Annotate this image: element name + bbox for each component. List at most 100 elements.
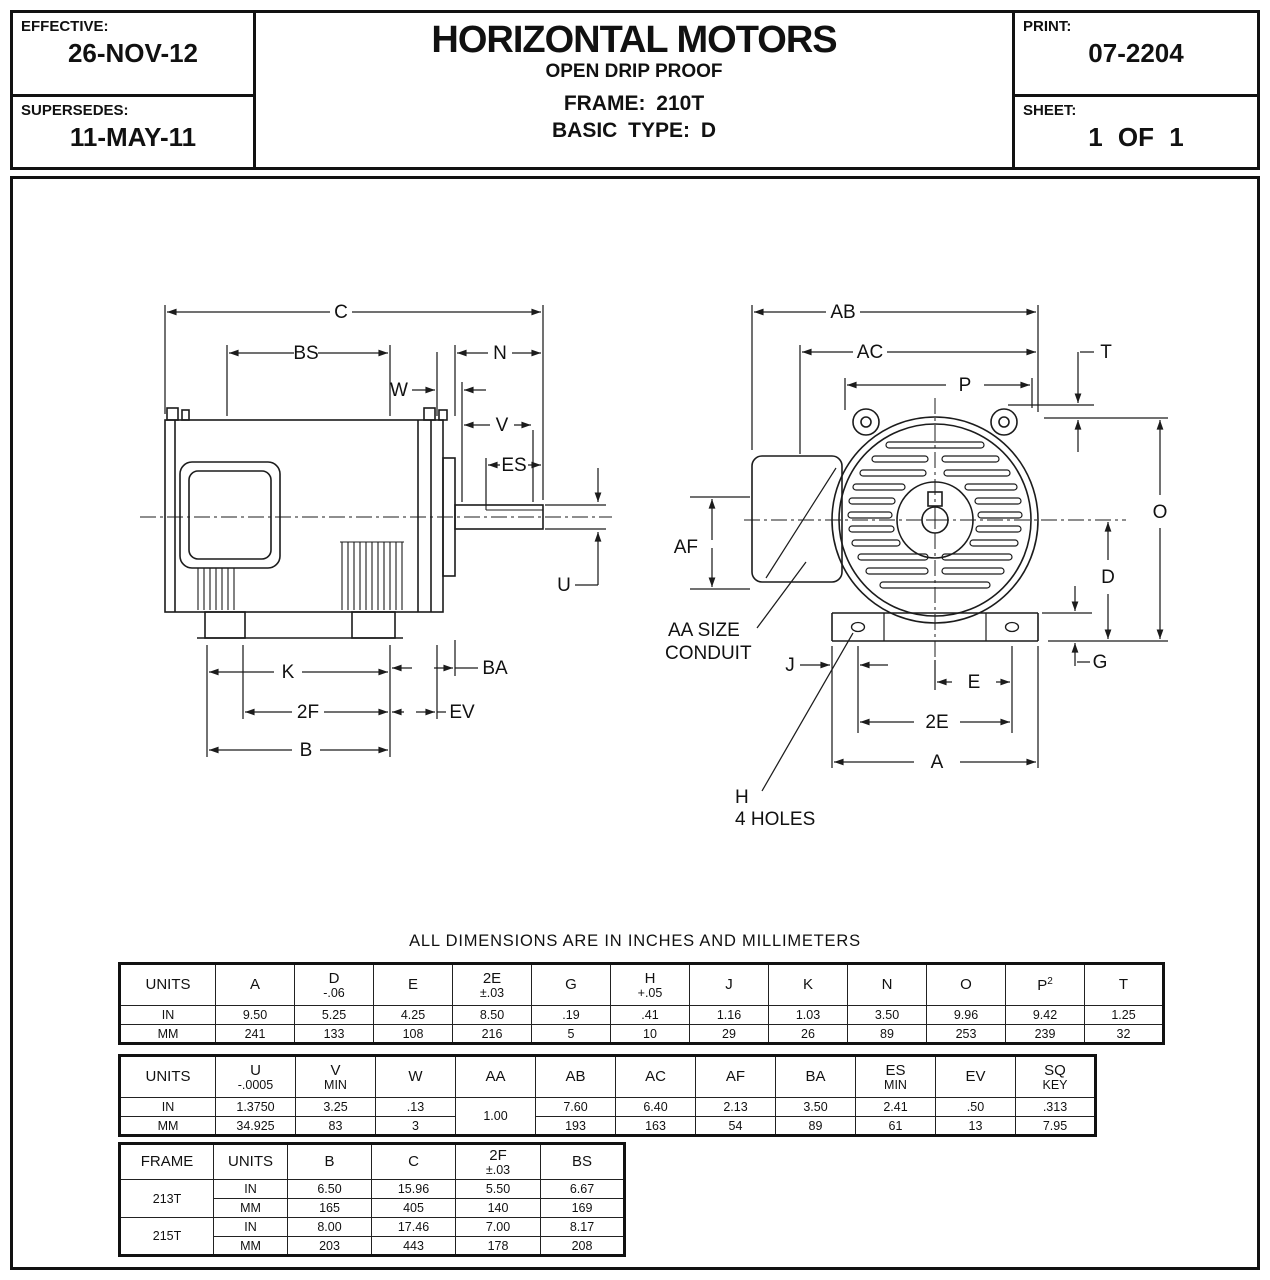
table-cell: 8.50 bbox=[452, 1005, 532, 1025]
table-cell: 165 bbox=[287, 1198, 372, 1218]
effective-label: EFFECTIVE: bbox=[21, 18, 109, 35]
table-cell: 3.25 bbox=[295, 1097, 376, 1117]
table-cell: 108 bbox=[373, 1024, 453, 1044]
table-cell: 83 bbox=[295, 1116, 376, 1136]
table-cell: 178 bbox=[455, 1236, 541, 1256]
header-cell: BS bbox=[540, 1143, 625, 1180]
table-cell: 9.42 bbox=[1005, 1005, 1085, 1025]
dim-label-v: V bbox=[496, 415, 509, 436]
table-cell: 5.50 bbox=[455, 1179, 541, 1199]
dimensions-note: ALL DIMENSIONS ARE IN INCHES AND MILLIME… bbox=[409, 932, 861, 950]
print-label: PRINT: bbox=[1023, 18, 1072, 35]
table-cell: 26 bbox=[768, 1024, 848, 1044]
dim-label-2e: 2E bbox=[925, 712, 948, 733]
table-cell: 6.40 bbox=[615, 1097, 696, 1117]
table-cell: 8.00 bbox=[287, 1217, 372, 1237]
dim-label-ev: EV bbox=[449, 702, 475, 723]
table-cell: 203 bbox=[287, 1236, 372, 1256]
side-view-dimensions bbox=[164, 305, 606, 757]
header-cell: K bbox=[768, 963, 848, 1006]
table-cell: 5 bbox=[531, 1024, 611, 1044]
table-cell: .41 bbox=[610, 1005, 690, 1025]
table-cell: 1.16 bbox=[689, 1005, 769, 1025]
table-cell: 169 bbox=[540, 1198, 625, 1218]
header-cell: E bbox=[373, 963, 453, 1006]
dim-label-n: N bbox=[493, 343, 507, 364]
print-cell: PRINT: 07-2204 bbox=[1015, 13, 1257, 97]
title-block-center: HORIZONTAL MOTORS OPEN DRIP PROOF FRAME:… bbox=[256, 13, 1012, 167]
table-cell: .50 bbox=[935, 1097, 1016, 1117]
header-cell: UNITS bbox=[213, 1143, 288, 1180]
header-cell: T bbox=[1084, 963, 1164, 1006]
header-cell: AC bbox=[615, 1055, 696, 1098]
effective-cell: EFFECTIVE: 26-NOV-12 bbox=[13, 13, 253, 97]
conduit-label-line1: AA SIZE bbox=[668, 620, 740, 641]
table-row-mm: MM 203 443 178 208 bbox=[120, 1236, 625, 1256]
dim-label-ab: AB bbox=[830, 302, 855, 323]
table-cell: 2.13 bbox=[695, 1097, 776, 1117]
dim-label-g: G bbox=[1093, 652, 1108, 673]
table-cell: .313 bbox=[1015, 1097, 1096, 1117]
row-label: MM bbox=[213, 1236, 288, 1256]
row-label: IN bbox=[119, 1005, 216, 1025]
sheet-number: 1 OF 1 bbox=[1088, 122, 1184, 152]
header-cell: AB bbox=[535, 1055, 616, 1098]
dim-label-ac: AC bbox=[857, 342, 883, 363]
table-cell: 163 bbox=[615, 1116, 696, 1136]
supersedes-date: 11-MAY-11 bbox=[69, 122, 197, 152]
dimension-table-3: FRAME UNITS B C 2F±.03 BS 213T IN 6.50 1… bbox=[118, 1142, 626, 1257]
side-view bbox=[140, 407, 612, 639]
header-cell: U-.0005 bbox=[215, 1055, 296, 1098]
dim-label-o: O bbox=[1153, 502, 1168, 523]
table-cell: 1.03 bbox=[768, 1005, 848, 1025]
table-cell: 7.95 bbox=[1015, 1116, 1096, 1136]
table-cell: 9.50 bbox=[215, 1005, 295, 1025]
title-block-left: EFFECTIVE: 26-NOV-12 SUPERSEDES: 11-MAY-… bbox=[13, 13, 256, 167]
table-row-in: 213T IN 6.50 15.96 5.50 6.67 bbox=[119, 1179, 625, 1218]
cooling-fins bbox=[196, 541, 404, 610]
header-cell: J bbox=[689, 963, 769, 1006]
table-cell: 4.25 bbox=[373, 1005, 453, 1025]
sheet-label: SHEET: bbox=[1023, 102, 1077, 119]
header-cell: D-.06 bbox=[294, 963, 374, 1006]
header-cell: FRAME bbox=[119, 1143, 214, 1180]
row-label: MM bbox=[119, 1116, 216, 1136]
table-cell: 241 bbox=[215, 1024, 295, 1044]
row-label: IN bbox=[213, 1217, 288, 1237]
table-cell: 1.3750 bbox=[215, 1097, 296, 1117]
header-cell: 2E±.03 bbox=[452, 963, 532, 1006]
table-cell: 15.96 bbox=[371, 1179, 456, 1199]
row-label: MM bbox=[119, 1024, 216, 1044]
header-cell: N bbox=[847, 963, 927, 1006]
table-cell: 3 bbox=[375, 1116, 456, 1136]
table-cell: 89 bbox=[847, 1024, 927, 1044]
table-cell: 34.925 bbox=[215, 1116, 296, 1136]
frame-line: FRAME: 210T bbox=[563, 91, 705, 115]
title-block: EFFECTIVE: 26-NOV-12 SUPERSEDES: 11-MAY-… bbox=[10, 10, 1260, 170]
table-cell: 8.17 bbox=[540, 1217, 625, 1237]
dim-label-k: K bbox=[282, 662, 295, 683]
table-cell: 7.00 bbox=[455, 1217, 541, 1237]
table-cell: 443 bbox=[371, 1236, 456, 1256]
table-cell: 17.46 bbox=[371, 1217, 456, 1237]
sheet-subtitle: OPEN DRIP PROOF bbox=[545, 60, 723, 82]
dim-label-u: U bbox=[557, 575, 571, 596]
content-area: C BS N W V ES U K BA 2F EV B AB AC P T O… bbox=[10, 176, 1260, 1270]
table-cell: 32 bbox=[1084, 1024, 1164, 1044]
dim-label-d: D bbox=[1101, 567, 1115, 588]
mounting-hole bbox=[850, 621, 866, 633]
dim-label-c: C bbox=[334, 302, 348, 323]
header-cell: C bbox=[371, 1143, 456, 1180]
title-block-right: PRINT: 07-2204 SHEET: 1 OF 1 bbox=[1012, 13, 1257, 167]
table-header-row: FRAME UNITS B C 2F±.03 BS bbox=[119, 1143, 625, 1180]
terminal-box bbox=[179, 461, 281, 569]
table-cell: .19 bbox=[531, 1005, 611, 1025]
table-cell: 208 bbox=[540, 1236, 625, 1256]
table-cell: 9.96 bbox=[926, 1005, 1006, 1025]
